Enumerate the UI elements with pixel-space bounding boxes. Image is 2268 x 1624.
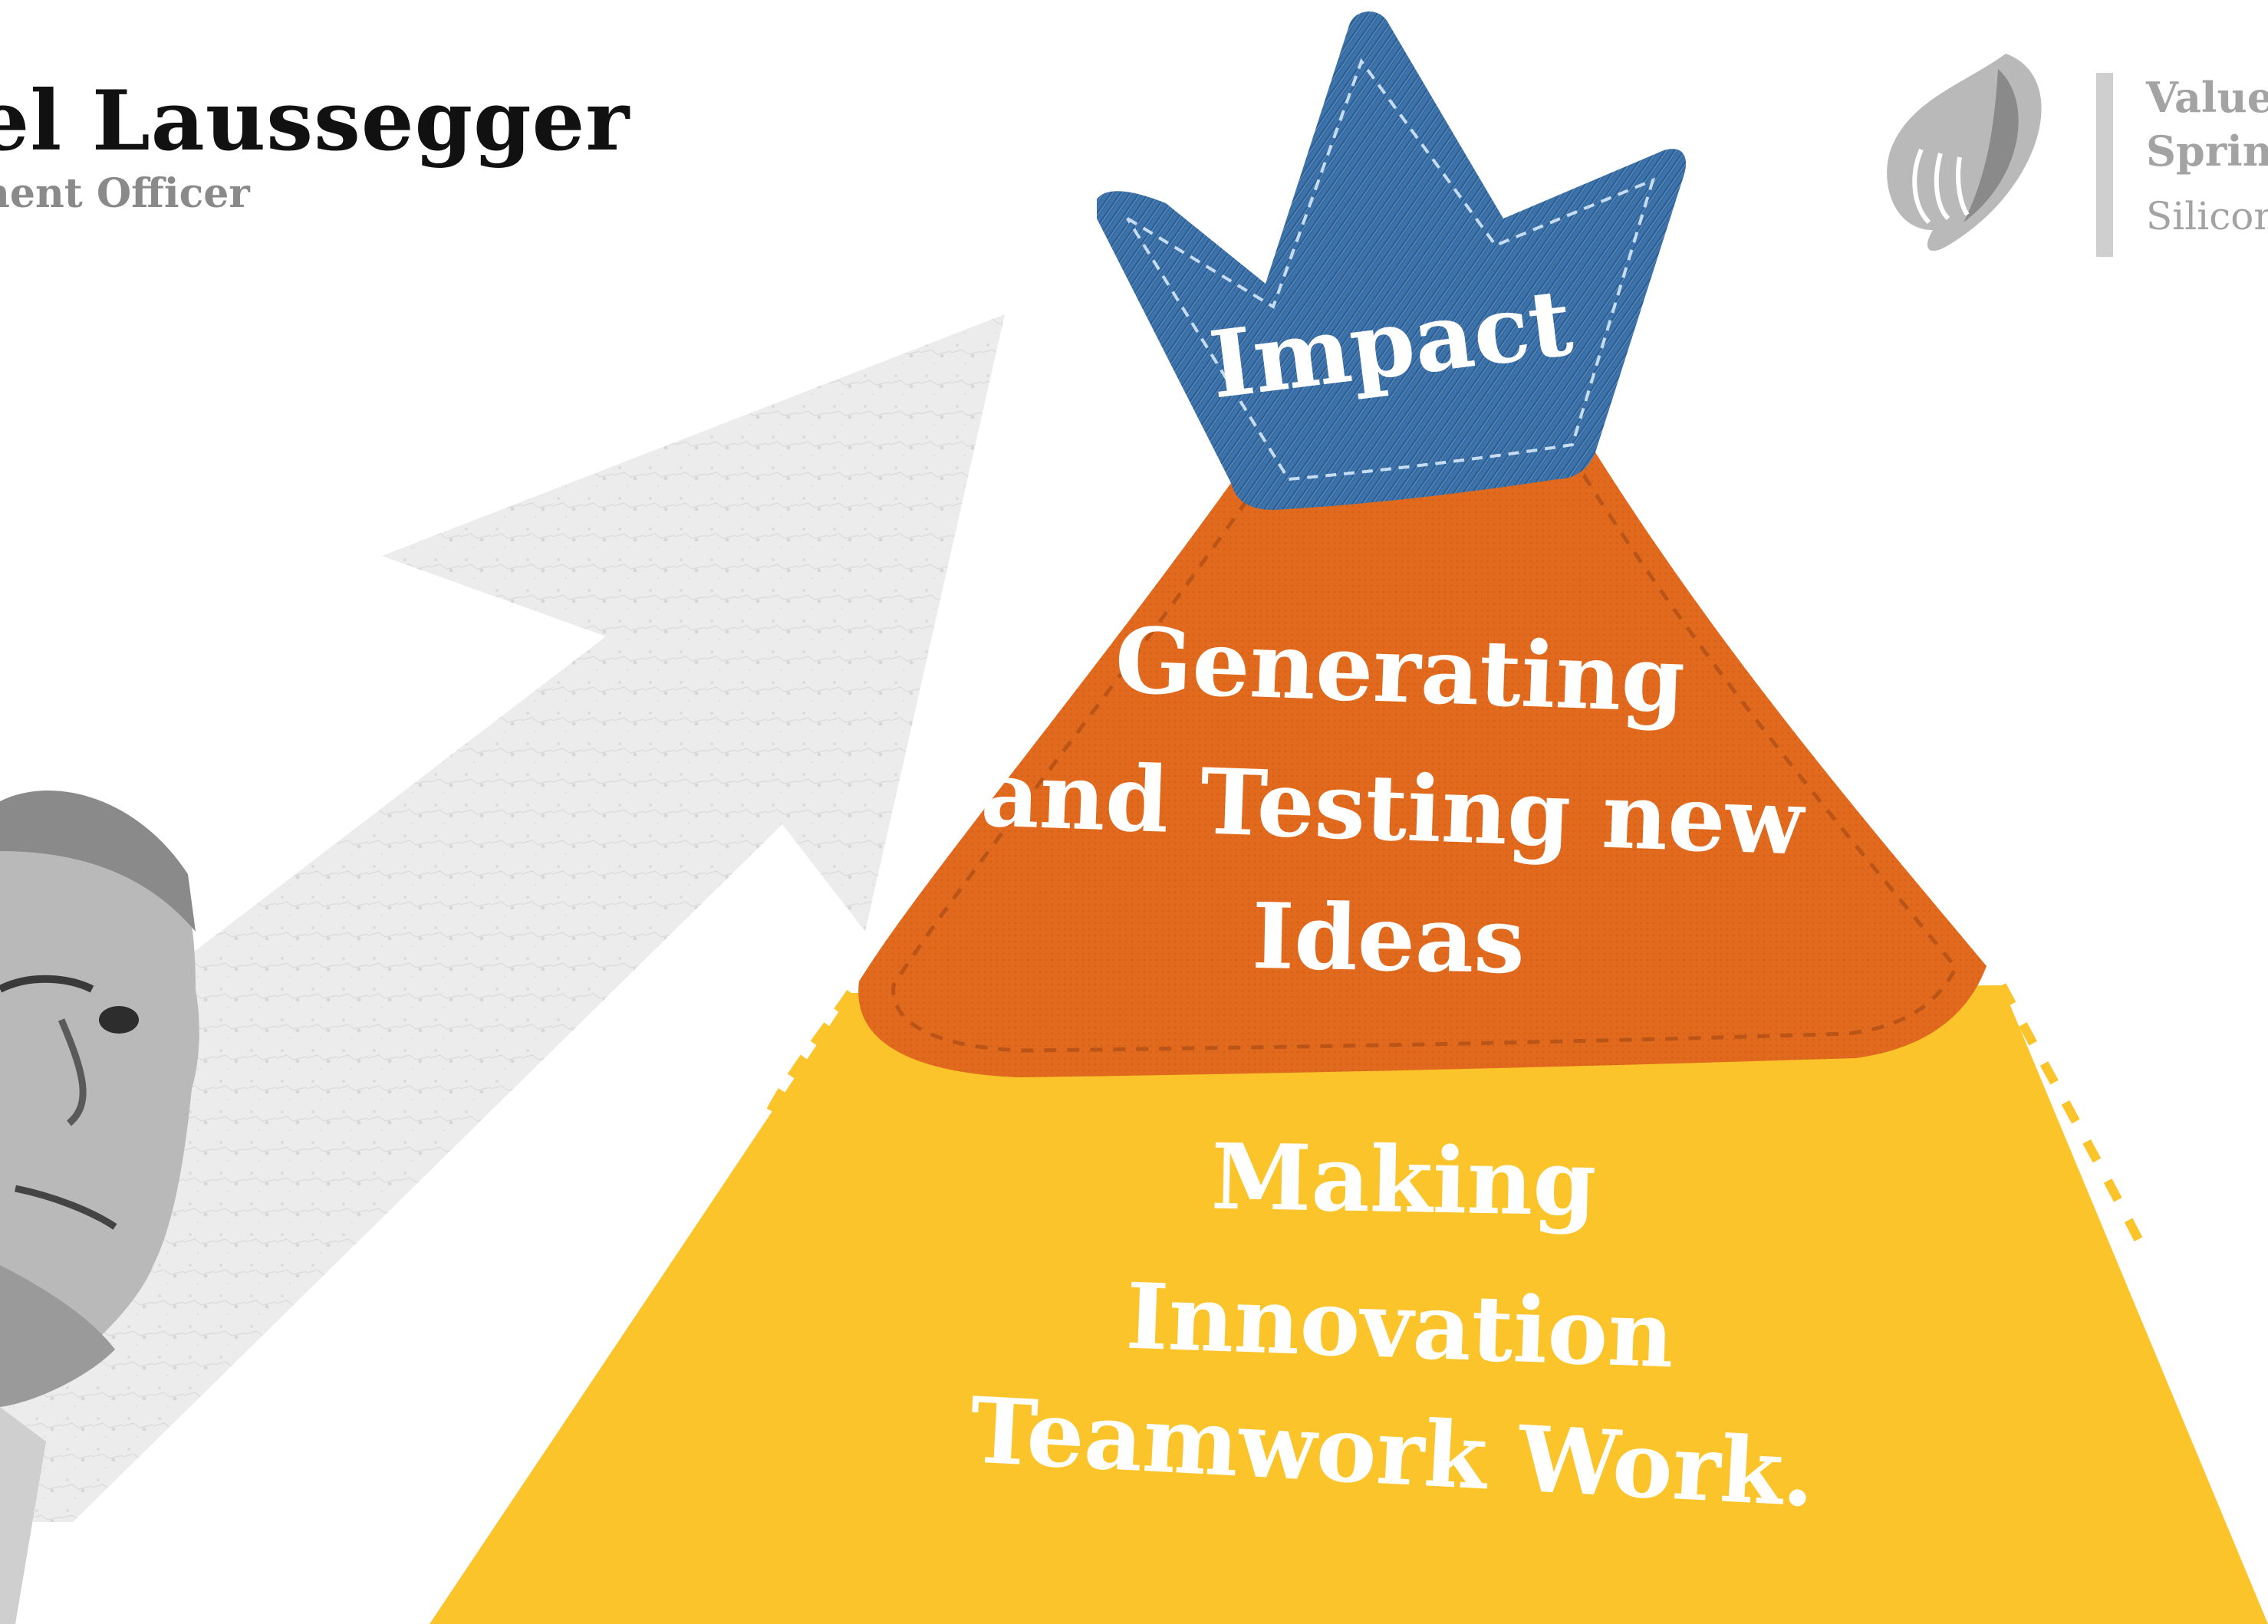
pyramid-middle	[858, 450, 1987, 1077]
pyramid-base-line2: Innovation	[1124, 1263, 1676, 1389]
speaker-role: lement Officer	[0, 170, 250, 217]
pyramid-base-line1: Making	[1210, 1123, 1597, 1237]
leaf-logo-icon	[1887, 54, 2042, 251]
pyramid-middle-line3: Ideas	[1251, 883, 1526, 994]
brand-line1: Value	[2146, 73, 2268, 122]
speaker-name: hel Laussegger	[0, 73, 630, 169]
person-photo	[0, 790, 199, 1624]
brand-divider	[2096, 73, 2113, 257]
pyramid-base	[430, 985, 2268, 1624]
pyramid-top	[1097, 12, 1687, 510]
brand-line3: Silicon	[2146, 194, 2268, 238]
brand-line2: Sprint	[2146, 127, 2268, 176]
upward-arrow-graphic	[0, 314, 1005, 1522]
pyramid-middle-line1: Generating	[1114, 607, 1687, 733]
